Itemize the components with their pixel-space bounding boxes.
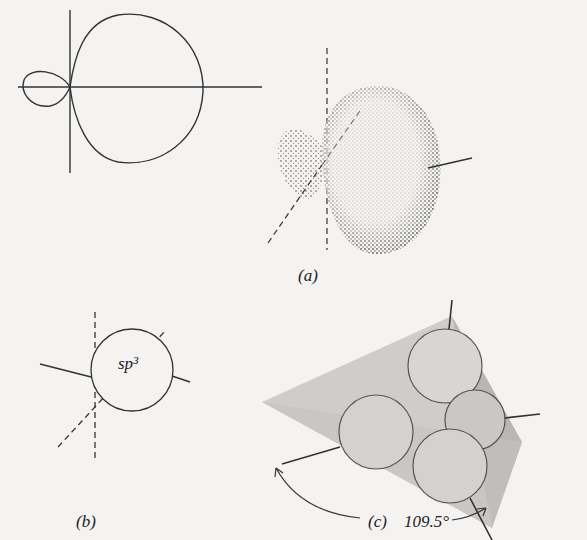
panel-label: (a)	[298, 266, 318, 286]
panel-label: 109.5°	[404, 512, 449, 532]
orbital-cross-section	[18, 10, 262, 173]
panel-label: (c)	[368, 512, 387, 532]
orbital-label: sp³	[118, 354, 138, 374]
panel-label: (b)	[76, 512, 96, 532]
tetrahedron	[262, 300, 540, 540]
sp3-axes	[40, 312, 190, 462]
hybrid-orbital-circle: sp³	[90, 328, 174, 412]
orbital-3d	[268, 48, 472, 254]
